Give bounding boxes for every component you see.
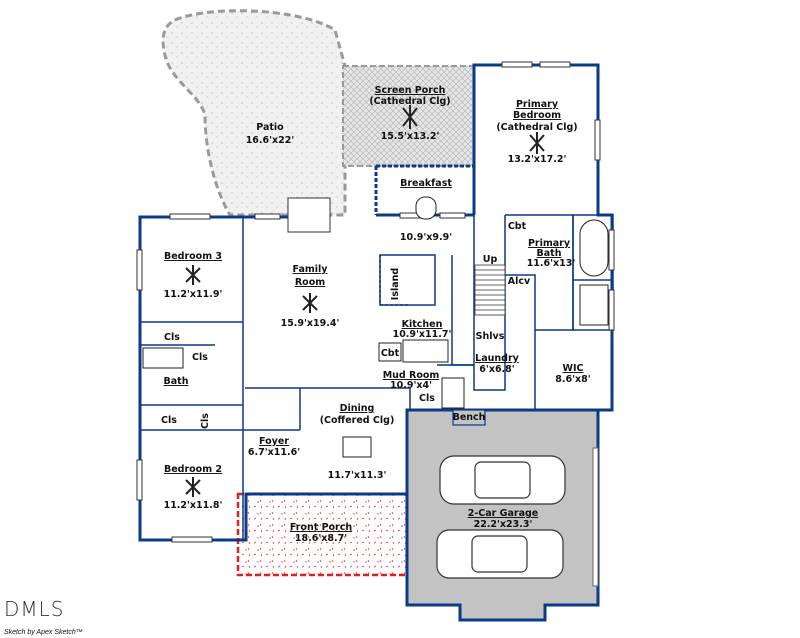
kitchen-label: Kitchen — [402, 319, 443, 330]
family-room-label-2: Room — [295, 277, 325, 288]
island-label: Island — [390, 268, 401, 300]
garage-size: 22.2'x23.3' — [474, 519, 533, 530]
laundry-label: Laundry — [475, 353, 519, 364]
breakfast-size: 10.9'x9.9' — [400, 232, 452, 243]
family-room-label-1: Family — [293, 264, 329, 275]
mud-room-size: 10.9'x4' — [390, 380, 432, 391]
breakfast-label: Breakfast — [400, 178, 452, 189]
primary-bedroom-size: 13.2'x17.2' — [508, 154, 567, 165]
ceiling-fan-icons — [185, 105, 545, 497]
interior-walls — [140, 214, 614, 540]
screen-porch-size: 15.5'x13.2' — [381, 131, 440, 142]
front-porch-area — [236, 492, 409, 577]
brand-logo: DMLS — [4, 597, 65, 621]
primary-bath-size: 11.6'x13' — [527, 258, 576, 269]
stairs — [474, 264, 506, 316]
foyer-label: Foyer — [259, 436, 289, 447]
screen-porch-wall — [374, 164, 474, 215]
front-porch-size: 18.6'x8.7' — [295, 533, 347, 544]
screen-porch-label: Screen Porch — [375, 85, 446, 96]
laundry-size: 6'x6.8' — [479, 364, 514, 375]
sketch-credit: Sketch by Apex Sketch™ — [4, 629, 83, 636]
screen-porch-note: (Cathedral Clg) — [369, 96, 450, 107]
primary-bath-label-1: Primary — [528, 238, 571, 249]
windows — [136, 61, 615, 543]
wic-label: WIC — [563, 363, 584, 374]
kitchen-cbt-label: Cbt — [381, 348, 400, 359]
patio-size: 16.6'x22' — [246, 135, 295, 146]
patio-area — [161, 9, 347, 217]
bath-label: Bath — [164, 376, 189, 387]
wic-size: 8.6'x8' — [555, 374, 590, 385]
dining-note: (Coffered Clg) — [320, 415, 395, 426]
bedroom2-label: Bedroom 2 — [164, 464, 222, 475]
dining-size: 11.7'x11.3' — [328, 470, 387, 481]
foyer-size: 6.7'x11.6' — [248, 447, 300, 458]
bedroom3-size: 11.2'x11.9' — [164, 289, 223, 300]
bench-label: Bench — [453, 412, 486, 423]
bench — [452, 409, 486, 426]
bedroom2-size: 11.2'x11.8' — [164, 500, 223, 511]
stairs-up-label: Up — [483, 254, 498, 265]
fixtures — [142, 196, 609, 458]
kitchen-size: 10.9'x11.7' — [393, 329, 452, 340]
family-room-size: 15.9'x19.4' — [281, 318, 340, 329]
bath-cbt-label: Cbt — [508, 221, 527, 232]
fireplace — [287, 197, 331, 233]
primary-bedroom-note: (Cathedral Clg) — [496, 122, 577, 133]
closet-label-4: Cls — [200, 413, 211, 429]
car-icons — [436, 455, 566, 579]
closet-label-3: Cls — [161, 415, 177, 426]
mud-room-label: Mud Room — [383, 370, 440, 381]
primary-bedroom-label-2: Bedroom — [513, 110, 561, 121]
mud-closet-label: Cls — [419, 393, 435, 404]
garage-door — [592, 447, 599, 587]
primary-bedroom-label-1: Primary — [516, 99, 559, 110]
alcove-label: Alcv — [508, 276, 531, 287]
closet-label-1: Cls — [164, 332, 180, 343]
dining-label: Dining — [340, 403, 375, 414]
patio-label: Patio — [256, 122, 284, 133]
shelves-label: Shlvs — [476, 331, 505, 342]
closet-label-2: Cls — [192, 352, 208, 363]
garage-label: 2-Car Garage — [468, 508, 538, 519]
bedroom3-label: Bedroom 3 — [164, 251, 222, 262]
front-porch-label: Front Porch — [290, 522, 353, 533]
primary-bath-label-2: Bath — [537, 248, 562, 259]
